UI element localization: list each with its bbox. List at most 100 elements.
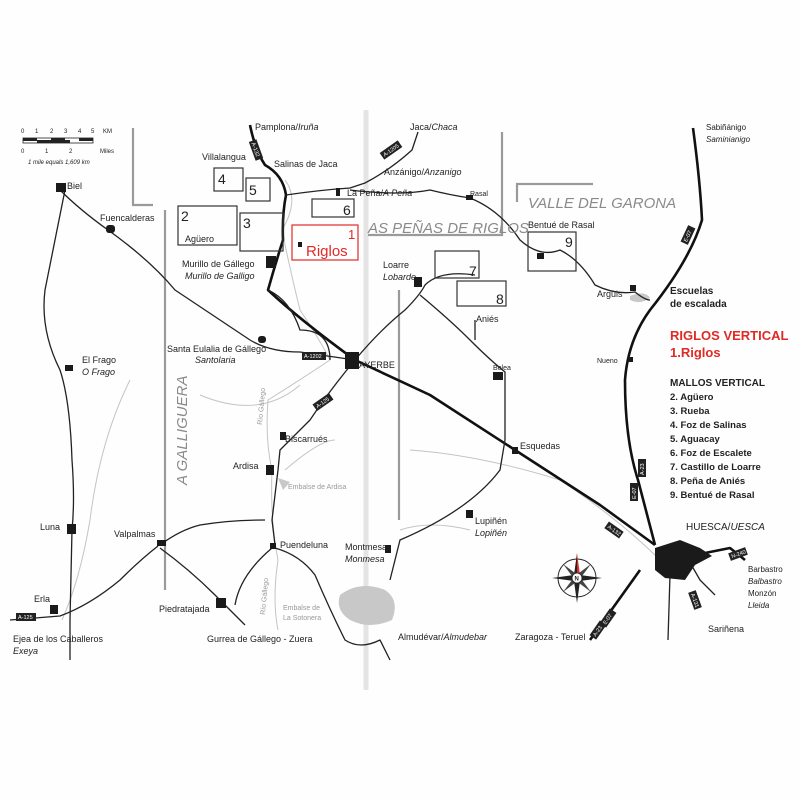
zone-number: 1: [348, 227, 355, 242]
map-label: La Sotonera: [283, 615, 321, 622]
compass-rose-icon: N: [552, 553, 602, 603]
zone-box-2[interactable]: [177, 205, 238, 246]
map-label: Bentué de Rasal: [528, 220, 595, 230]
map-label: Embalse de: [283, 605, 320, 612]
zone-number: 6: [343, 202, 351, 218]
map-label: Ejea de los Caballeros: [13, 634, 104, 644]
zone-number: 3: [243, 215, 251, 231]
map-label: A-125: [18, 615, 33, 621]
map-label: Biel: [67, 181, 82, 191]
embalse-sotonera-reservoir: [338, 586, 395, 625]
map-label: HUESCA/: [686, 522, 731, 533]
map-label: A-132: [250, 142, 261, 158]
map-label: El Frago: [82, 355, 116, 365]
legend-item: 2. Agüero: [670, 392, 714, 403]
map-label: Almudévar/Almudebar: [398, 632, 488, 642]
map-label: N-240: [731, 549, 747, 560]
map-label: Miles: [100, 149, 114, 155]
map-label: Almudévar/: [398, 632, 444, 642]
map-label: Erla: [34, 594, 50, 604]
map-label: Murillo de Galligo: [185, 271, 255, 281]
region-galliguera: A GALLIGUERA: [174, 376, 191, 486]
map-label: E-07: [632, 487, 638, 499]
map-label: Salinas de Jaca: [274, 159, 338, 169]
map-label: 1: [45, 149, 49, 155]
map-label: Gurrea de Gállego - Zuera: [207, 634, 313, 644]
map-label: Exeya: [13, 646, 38, 656]
map-label: Rasal: [470, 191, 488, 198]
map-label: UESCA: [730, 522, 765, 533]
map-label: Almudebar: [443, 632, 489, 642]
map-label: Jaca/: [410, 122, 432, 132]
map-label: E-07: [683, 230, 693, 243]
map-label: Lupiñén: [475, 516, 507, 526]
map-label: 1: [35, 129, 39, 135]
map-label: Escuelas: [670, 286, 714, 297]
zone-number: 7: [469, 263, 477, 279]
map-label: AYERBE: [359, 360, 395, 370]
map-label: Agüero: [185, 234, 214, 244]
zone-number: 2: [181, 208, 189, 224]
legend-item: 4. Foz de Salinas: [670, 420, 747, 431]
map-label: La Peña/A Peña: [347, 188, 412, 198]
map-label: Lleida: [748, 601, 770, 610]
map-label: Santa Eulalia de Gállego: [167, 344, 266, 354]
zone-box-6[interactable]: [311, 198, 355, 218]
map-label: Valpalmas: [114, 529, 156, 539]
zone-number: 8: [496, 291, 504, 307]
region-separators: [131, 128, 593, 590]
riglos-label: Riglos: [306, 243, 348, 260]
map-label: Monzón: [748, 589, 776, 598]
region-penas-de-riglos: AS PEÑAS DE RIGLOS: [367, 220, 529, 237]
zone-number: 4: [218, 171, 226, 187]
map-label: Monmesa: [345, 554, 385, 564]
map-label: A-125: [315, 397, 330, 410]
map-label: Embalse de Ardisa: [288, 484, 346, 491]
map-label: A-131: [689, 593, 700, 609]
map-label: Barbastro: [748, 565, 783, 574]
map-label: Montmesa: [345, 542, 387, 552]
map-label: Luna: [40, 522, 60, 532]
map-label: Balbastro: [748, 577, 782, 586]
legend-item: 7. Castillo de Loarre: [670, 462, 761, 473]
map-label: 0: [21, 149, 25, 155]
zone-number: 9: [565, 234, 573, 250]
map-label: Puendeluna: [280, 540, 328, 550]
zone-box-7[interactable]: [434, 250, 480, 279]
map-label: 2: [69, 149, 73, 155]
map-label: Chaca: [432, 122, 458, 132]
zone-box-8[interactable]: [456, 280, 507, 307]
map-label: Zaragoza - Teruel: [515, 632, 585, 642]
map-label: Anzánigo/: [384, 167, 425, 177]
zone-box-4[interactable]: [213, 167, 244, 192]
zone-box-3[interactable]: [239, 212, 284, 252]
map-label: Río Gállego: [257, 388, 267, 426]
map-label: A Peña: [382, 188, 412, 198]
scale-bar: 0 1 2 3 4 5 KM 0 1 2 Miles 1 mile equals…: [21, 129, 114, 166]
map-label: 3: [64, 129, 68, 135]
map-label: Villalangua: [202, 152, 246, 162]
zone-box-9[interactable]: [527, 231, 577, 272]
map-label: Loarre: [383, 260, 409, 270]
map-label: Lopiñén: [475, 528, 507, 538]
map-label: 0: [21, 129, 25, 135]
road-shields: A-132 A-1205 A-1202 A-125 A-125 E-07 E-0…: [16, 139, 748, 640]
map-label: N: [575, 577, 579, 583]
legend-item: 3. Rueba: [670, 406, 710, 417]
legend-item: 8. Peña de Aniés: [670, 476, 745, 487]
map-label: Aniés: [476, 314, 499, 324]
map-label: A-23: [640, 463, 646, 475]
map-label: Pamplona/Iruña: [255, 122, 319, 132]
map-label: Nueno: [597, 358, 618, 365]
zone-box-5[interactable]: [245, 177, 271, 202]
legend-item: 9. Bentué de Rasal: [670, 490, 754, 501]
map-label: Santolaria: [195, 355, 236, 365]
map-label: KM: [103, 129, 112, 135]
zone-box-1-riglos[interactable]: [291, 224, 359, 261]
map-label: La Peña/: [347, 188, 384, 198]
place-labels: Pamplona/Iruña Jaca/Chaca Villalangua Sa…: [13, 122, 783, 656]
map-label: Ardisa: [233, 461, 259, 471]
map-label: A-1202: [304, 354, 322, 360]
map-label: Río Gállego: [260, 578, 270, 616]
